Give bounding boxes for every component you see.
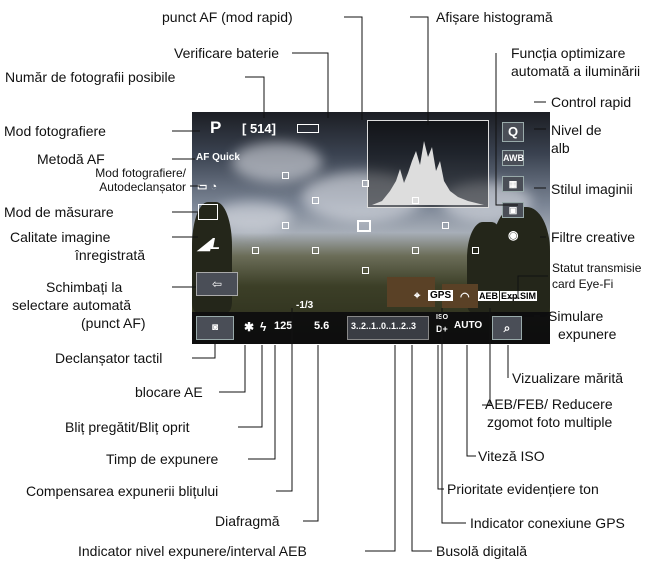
auto-af-select-button[interactable]: ⇦	[196, 272, 238, 296]
label-auto-lighting-2: automată a iluminării	[511, 63, 641, 79]
white-balance-icon: AWB	[502, 150, 524, 166]
hut	[387, 277, 435, 307]
label-aperture: Diafragmă	[215, 513, 280, 529]
label-quick-control: Control rapid	[551, 94, 632, 110]
magnify-button[interactable]: ⌕	[492, 316, 522, 340]
af-point	[252, 247, 259, 254]
label-image-quality-2: înregistrată	[75, 247, 146, 263]
label-af-method: Metodă AF	[37, 151, 105, 167]
iso-speed: AUTO	[454, 320, 483, 331]
aeb-indicator: AEB	[478, 291, 500, 301]
exposure-level-indicator: 3..2..1..0..1..2..3	[347, 316, 429, 340]
label-eyefi-1: Statut transmisie	[552, 261, 642, 275]
af-point	[412, 197, 419, 204]
ae-lock-icon: ✱	[244, 320, 255, 334]
flash-exposure-compensation: -1/3	[296, 300, 314, 311]
label-exposure-sim-2: expunere	[558, 326, 617, 342]
label-histogram: Afișare histogramă	[436, 9, 553, 25]
creative-filters-icon[interactable]: ◉	[508, 228, 519, 242]
af-point-selected	[357, 220, 371, 232]
label-shutter-speed: Timp de expunere	[106, 451, 219, 467]
label-eyefi-2: card Eye-Fi	[552, 277, 614, 291]
label-battery-check: Verificare baterie	[174, 45, 280, 61]
af-point	[442, 222, 449, 229]
cloud	[232, 142, 322, 182]
label-af-point: punct AF (mod rapid)	[162, 9, 293, 25]
label-metering-mode: Mod de măsurare	[4, 204, 114, 220]
shutter-speed: 125	[274, 320, 293, 332]
label-auto-af-select-3: (punct AF)	[81, 315, 146, 331]
digital-compass-icon: ⌖	[414, 290, 421, 302]
label-picture-style: Stilul imaginii	[551, 181, 633, 197]
aperture-value: 5.6	[314, 320, 330, 332]
label-magnified-view: Vizualizare mărită	[512, 370, 624, 386]
quick-control-button[interactable]: Q	[502, 122, 524, 142]
label-iso-speed: Viteză ISO	[478, 448, 545, 464]
af-point	[362, 267, 369, 274]
live-view-screen: P [ 514] AF Quick ▭ ◔ ◢L ⇦ Q AWB ▦ ▣ ◉ ⌖…	[192, 112, 550, 344]
label-exposure-level: Indicator nivel expunere/interval AEB	[78, 543, 307, 559]
af-point	[472, 247, 479, 254]
exposure-simulation-indicator: Exp.SIM	[500, 291, 538, 301]
label-drive-selftimer-1: Mod fotografiere/	[95, 166, 186, 180]
gps-indicator: GPS	[428, 290, 454, 301]
af-point	[362, 180, 369, 187]
histogram	[367, 120, 489, 208]
picture-style-icon: ▦	[502, 176, 524, 192]
label-creative-filters: Filtre creative	[551, 229, 636, 245]
af-method: AF Quick	[196, 152, 240, 163]
label-shooting-mode: Mod fotografiere	[4, 123, 106, 139]
shooting-mode: P	[210, 118, 222, 137]
label-touch-shutter: Declanșator tactil	[55, 350, 163, 366]
touch-shutter-button[interactable]: ◙	[196, 316, 234, 340]
af-point	[312, 247, 319, 254]
label-flash-ready: Bliț pregătit/Bliț oprit	[65, 419, 190, 435]
exposure-scale: 3..2..1..0..1..2..3	[351, 321, 417, 331]
label-highlight-tone: Prioritate evidențiere ton	[447, 481, 599, 497]
label-auto-af-select-2: selectare automată	[12, 297, 132, 313]
label-auto-lighting-1: Funcția optimizare	[511, 45, 626, 61]
eyefi-status-icon: ◠	[460, 291, 470, 303]
label-gps: Indicator conexiune GPS	[470, 515, 625, 531]
af-point	[282, 172, 289, 179]
image-quality-icon: ◢L	[198, 236, 221, 253]
metering-icon	[198, 204, 218, 220]
auto-lighting-icon: ▣	[502, 202, 524, 218]
label-white-balance-1: Nivel de	[551, 122, 602, 138]
label-shots-remaining: Număr de fotografii posibile	[5, 69, 176, 85]
label-ae-lock: blocare AE	[135, 384, 203, 400]
battery-icon	[297, 124, 319, 133]
af-point	[312, 197, 319, 204]
label-white-balance-2: alb	[551, 140, 570, 156]
label-auto-af-select-1: Schimbați la	[46, 279, 123, 295]
label-drive-selftimer-2: Autodeclanșator	[99, 180, 186, 194]
label-flash-comp: Compensarea expunerii blițului	[26, 483, 219, 499]
label-exposure-sim-1: Simulare	[548, 308, 604, 324]
flash-ready-icon: ϟ	[260, 320, 267, 334]
label-image-quality-1: Calitate imagine	[10, 229, 111, 245]
shots-remaining: [ 514]	[242, 121, 276, 136]
drive-selftimer-icon: ▭ ◔	[197, 181, 218, 193]
label-aeb-1: AEB/FEB/ Reducere	[485, 396, 613, 412]
af-point	[412, 247, 419, 254]
af-point	[282, 222, 289, 229]
histogram-graph	[372, 141, 484, 205]
label-compass: Busolă digitală	[436, 543, 528, 559]
label-aeb-2: zgomot foto multiple	[487, 414, 613, 430]
